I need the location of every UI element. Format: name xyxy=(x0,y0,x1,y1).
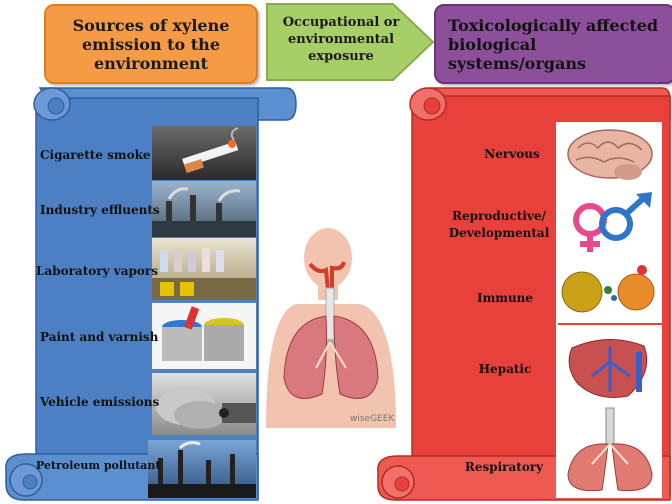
paint-and-varnish-image xyxy=(152,303,256,369)
organ-label-respiratory: Respiratory xyxy=(464,460,544,474)
organ-label-immune: Immune xyxy=(476,291,534,305)
human-respiratory-figure xyxy=(266,228,396,428)
organ-label-hepatic: Hepatic xyxy=(478,362,532,376)
organs-header: Toxicologically affected biological syst… xyxy=(434,4,672,84)
arrow-shape xyxy=(266,3,435,81)
immune-cells-icon xyxy=(558,265,662,325)
exposure-arrow: Occupational or environmental exposure xyxy=(265,2,437,82)
industry-effluents-image xyxy=(152,181,256,237)
gender-symbols-icon xyxy=(573,192,652,252)
sources-header: Sources of xylene emission to the enviro… xyxy=(44,4,258,84)
laboratory-vapors-image xyxy=(152,238,256,300)
source-label-vehicle: Vehicle emissions xyxy=(40,395,160,409)
organs-header-text: Toxicologically affected biological syst… xyxy=(448,15,659,73)
exposure-header-text: Occupational or environmental exposure xyxy=(282,15,400,64)
source-label-industry: Industry effluents xyxy=(40,203,160,217)
watermark: wiseGEEK xyxy=(350,414,395,424)
source-label-paint: Paint and varnish xyxy=(40,330,159,344)
cigarette-smoke-image xyxy=(152,126,256,180)
sources-header-text: Sources of xylene emission to the enviro… xyxy=(72,15,230,73)
organ-label-nervous: Nervous xyxy=(484,147,540,161)
vehicle-emissions-image xyxy=(152,373,256,435)
liver-icon xyxy=(568,338,648,398)
petroleum-pollutant-image xyxy=(148,440,256,498)
source-label-cigarette: Cigarette smoke xyxy=(40,148,151,162)
organ-label-reproductive: Reproductive/ Developmental xyxy=(448,209,550,240)
brain-icon xyxy=(567,129,653,180)
source-label-petroleum: Petroleum pollutant xyxy=(36,459,161,472)
source-label-laboratory: Laboratory vapors xyxy=(36,264,158,278)
lungs-icon xyxy=(567,407,653,492)
